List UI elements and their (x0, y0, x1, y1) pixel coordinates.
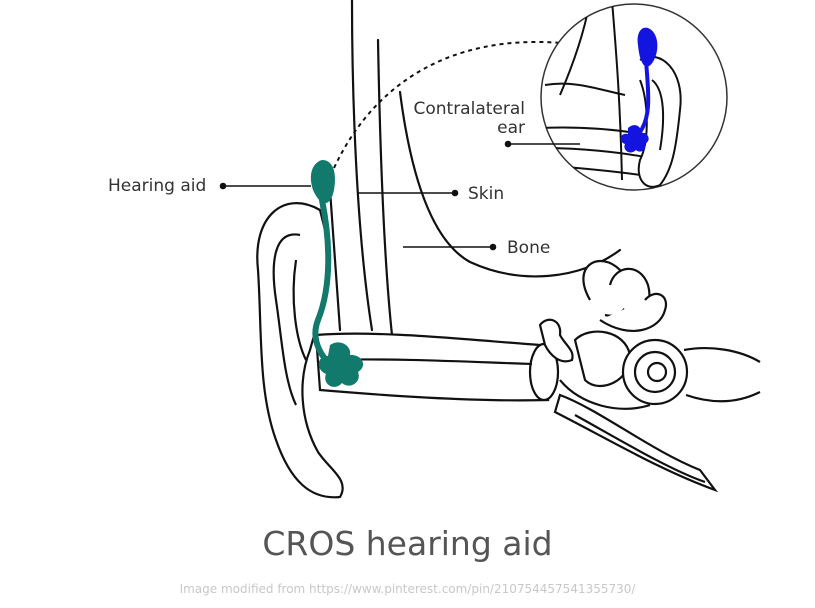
bone-outline (398, 90, 622, 278)
cochlea-mid (633, 350, 677, 394)
face-edge (328, 188, 342, 332)
inset-aid-body (637, 27, 658, 67)
outer-ear (256, 202, 344, 499)
cochlear-nerve (683, 347, 761, 403)
cochlea-outer (621, 338, 689, 406)
contralateral-label-line1: Contralateral (413, 99, 525, 119)
ear-canal (314, 332, 719, 493)
tube-line (574, 414, 706, 484)
eustachian-tube (553, 393, 719, 493)
hearing-aid-label: Hearing aid (108, 176, 207, 196)
hearing-aid-body (310, 160, 335, 204)
skin-outline (350, 0, 374, 332)
image-credit: Image modified from https://www.pinteres… (179, 582, 636, 596)
hearing-aid-tube (312, 197, 339, 371)
ossicles (538, 318, 574, 363)
bone-label: Bone (507, 238, 551, 258)
leader-lines (219, 140, 580, 251)
head-contours (328, 0, 622, 337)
pinna-outline (256, 202, 344, 499)
cochlea-inner (646, 361, 668, 383)
inset-skin-2 (611, 4, 623, 181)
inner-ear (538, 260, 761, 410)
inset-aid-earpiece (620, 125, 649, 153)
antihelix (292, 259, 307, 361)
hearing-aid-device (310, 160, 364, 387)
skin-label: Skin (468, 184, 505, 204)
inset-aid-tube (638, 58, 651, 134)
inset-circle (540, 3, 728, 191)
contralateral-inset (540, 3, 728, 191)
diagram-title: CROS hearing aid (262, 524, 553, 563)
contralateral-label-line2: ear (497, 118, 525, 138)
signal-arc (333, 41, 581, 169)
inset-skin-3 (544, 82, 626, 96)
inset-pinna-fold (651, 79, 665, 151)
vestibule (573, 330, 632, 388)
skin-inner-line (376, 38, 394, 337)
pinna-fold (272, 233, 301, 406)
inner-ear-base (559, 379, 651, 410)
hearing-aid-earpiece (318, 342, 364, 387)
semicircular-canal-3 (599, 292, 668, 332)
